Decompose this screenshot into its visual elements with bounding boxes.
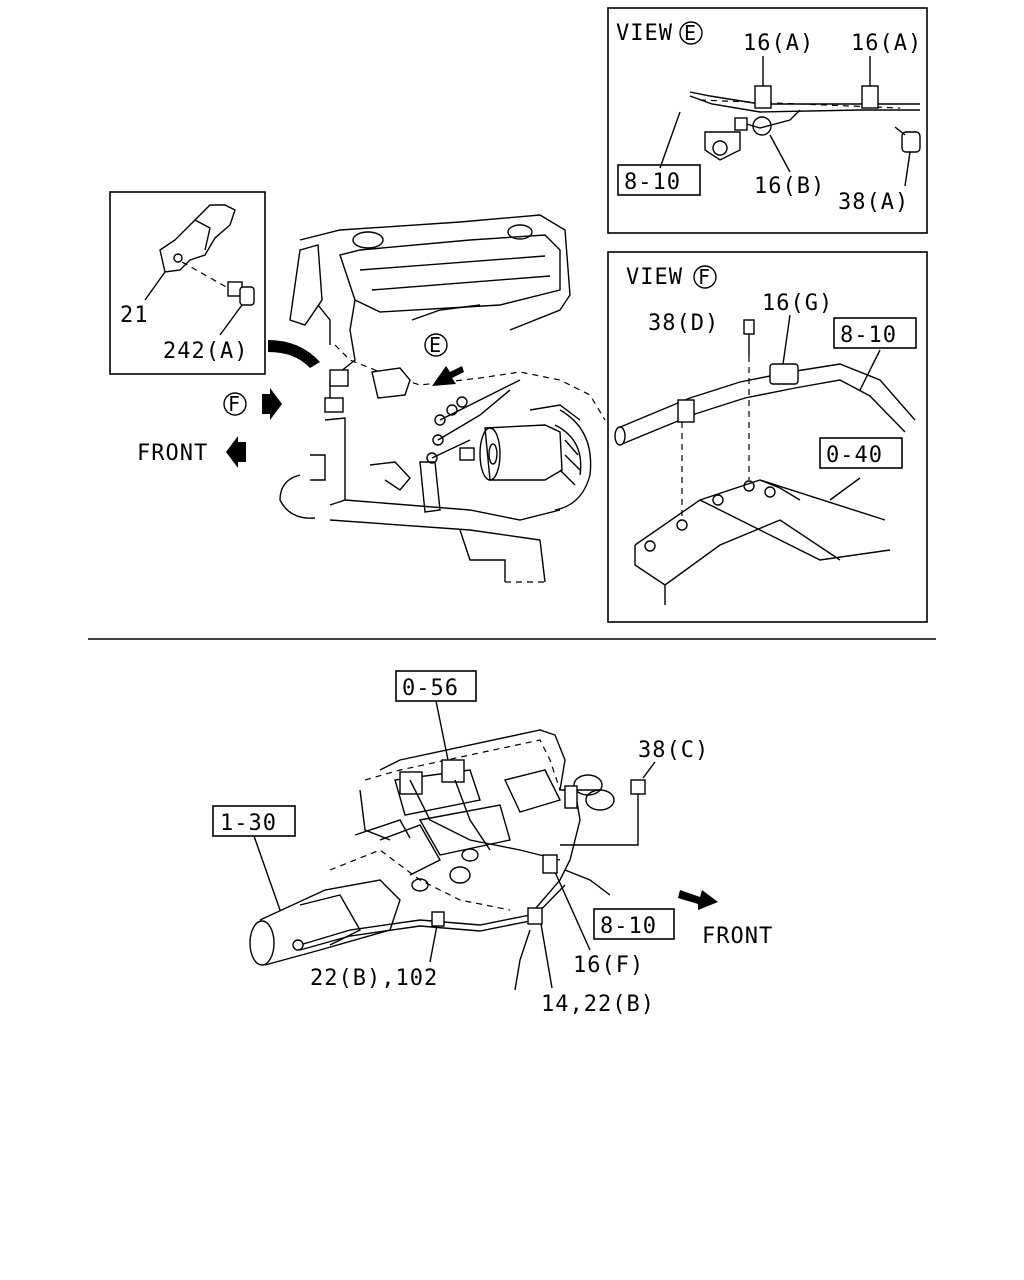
view-f-bolt-38d	[743, 319, 755, 335]
ref-8-10-lower: 8-10	[600, 914, 657, 939]
marker-e-letter: E	[429, 333, 442, 357]
view-f-clip-left	[677, 399, 695, 423]
oil-cap	[352, 231, 384, 249]
clip-22b-102-label: 22(B),102	[310, 966, 438, 991]
manifold-tube	[259, 879, 401, 966]
bolt-38c	[630, 779, 646, 795]
bracket-inset: 21 242(A)	[109, 191, 266, 375]
view-f-ref-0-40: 0-40	[826, 443, 883, 468]
view-e-clip-a2	[861, 85, 879, 109]
view-e-title: VIEW	[616, 21, 673, 46]
arrow-right-icon	[262, 388, 282, 420]
arrow-down-left-icon	[432, 366, 464, 386]
marker-f-circle-icon	[223, 392, 247, 416]
ref-1-30: 1-30	[220, 811, 277, 836]
view-e-bolt-38a	[901, 131, 921, 153]
flywheel	[554, 409, 592, 511]
clip-22b	[431, 911, 445, 927]
ref-0-56: 0-56	[402, 676, 459, 701]
lower-diagram: 0-56 1-30 8-10 38(C) 16(F) 22(B),102 14,…	[212, 670, 773, 1017]
view-e-label-38a: 38(A)	[838, 190, 909, 215]
view-f-frame	[607, 251, 928, 623]
arrow-left-icon	[226, 436, 246, 468]
lower-front-label: FRONT	[702, 924, 773, 949]
engine-illustration: F FRONT E	[137, 214, 606, 583]
view-e-frame	[607, 7, 928, 234]
view-f-label-16g: 16(G)	[762, 291, 833, 316]
clip-14	[527, 907, 543, 925]
marker-f-letter: F	[228, 392, 241, 416]
bracket-bolt-242a: 242(A)	[163, 339, 248, 364]
view-e-clip-a1	[754, 85, 772, 109]
view-f-block	[634, 479, 801, 546]
ref-box-8-10	[593, 908, 675, 940]
marker-e-circle-icon	[424, 333, 448, 357]
view-e-ref-8-10: 8-10	[624, 170, 681, 195]
view-f-ref-box-2	[819, 437, 903, 469]
intake-pipe	[289, 244, 323, 326]
clip-16f-label: 16(F)	[573, 953, 644, 978]
clip-16f	[542, 854, 558, 874]
bracket-inset-frame	[109, 191, 266, 375]
view-e-label-16a-1: 16(A)	[743, 31, 814, 56]
engine-harness	[334, 344, 606, 421]
engine-valve-cover	[339, 234, 561, 313]
view-e-ref-box	[617, 164, 701, 196]
view-e-circle-icon	[679, 21, 703, 45]
view-f-ref-8-10: 8-10	[840, 323, 897, 348]
view-f-label-38d: 38(D)	[648, 311, 719, 336]
bracket-21	[159, 204, 236, 273]
view-e-label-16a-2: 16(A)	[851, 31, 922, 56]
bracket-part-21: 21	[120, 303, 149, 328]
bolt-38c-label: 38(C)	[638, 738, 709, 763]
view-e-label-16b: 16(B)	[754, 174, 825, 199]
bolt-242a	[239, 286, 255, 306]
view-f-letter: F	[698, 265, 711, 289]
view-f-panel: VIEW F 38(D) 16(G) 8-10 0-40	[607, 251, 928, 623]
engine-front-label: FRONT	[137, 441, 208, 466]
view-f-clip-16g	[769, 363, 799, 385]
pointer-arrow	[268, 340, 320, 368]
view-e-panel: VIEW E 16(A) 16(A) 16(B) 38(A) 8-10	[607, 7, 928, 234]
view-e-letter: E	[684, 21, 697, 45]
view-f-title: VIEW	[626, 265, 683, 290]
view-f-ref-box-1	[833, 317, 917, 349]
arrow-front-icon	[678, 890, 718, 910]
view-f-circle-icon	[693, 265, 717, 289]
clip-14-22b-label: 14,22(B)	[541, 992, 655, 1017]
view-e-harness-line	[689, 91, 920, 105]
